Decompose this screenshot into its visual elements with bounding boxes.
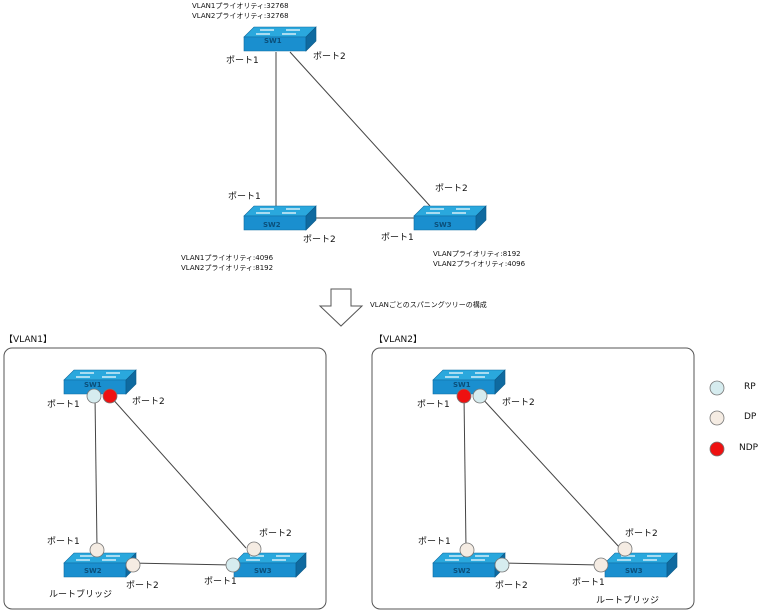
vlan1-sw3-port1-rp [225,557,241,573]
vlan2-sw2-port2-rp [494,557,510,573]
sw3-port1-label: ポート1 [381,233,414,243]
sw1-vlan2-priority: VLAN2プライオリティ:32768 [192,12,289,20]
vlan1-sw2-port2-dp [125,557,141,573]
top-links [275,51,431,219]
legend-rp-label: RP [744,382,756,392]
legend-rp-swatch [709,380,725,396]
link-sw1-sw3 [289,51,431,207]
vlan2-sw3-port1-label: ポート1 [572,578,605,588]
vlan1-sw2-name: SW2 [84,567,102,575]
sw1-port2-label: ポート2 [313,52,346,62]
vlan1-sw2-port2-label: ポート2 [126,581,159,591]
vlan2-sw1-name: SW1 [453,381,471,389]
vlan2-sw1-port2-label: ポート2 [502,398,535,408]
sw2-vlan2-priority: VLAN2プライオリティ:8192 [181,264,274,272]
vlan1-sw1-name: SW1 [84,381,102,389]
sw2-vlan1-priority: VLAN1プライオリティ:4096 [181,254,274,262]
vlan1-sw2-port1-dp [89,542,105,558]
down-arrow-icon [318,288,364,327]
vlan2-sw3-port2-dp [617,541,633,557]
sw3-vlan2-priority: VLAN2プライオリティ:4096 [433,260,526,268]
vlan2-sw2-port2-label: ポート2 [495,581,528,591]
vlan1-sw3-name: SW3 [254,567,272,575]
vlan1-links [94,395,247,566]
legend-ndp-swatch [709,441,725,457]
arrow-caption: VLANごとのスパニングツリーの構成 [370,301,487,309]
sw2-port2-label: ポート2 [303,235,336,245]
vlan2-links [463,395,621,566]
vlan1-sw3-port2-label: ポート2 [259,529,292,539]
vlan2-sw1-port1-label: ポート1 [417,400,450,410]
vlan2-sw3-port1-dp [593,557,609,573]
sw2-port1-label: ポート1 [228,192,261,202]
sw3-name: SW3 [434,221,452,229]
sw1-name: SW1 [264,37,282,45]
vlan2-sw3-name: SW3 [625,567,643,575]
vlan1-sw1-port2-label: ポート2 [132,397,165,407]
legend-ndp-label: NDP [739,443,759,453]
sw1-port1-label: ポート1 [226,56,259,66]
sw1-vlan1-priority: VLAN1プライオリティ:32768 [192,2,289,10]
vlan1-sw3-port1-label: ポート1 [204,577,237,587]
vlan1-sw1-port2-ndp [102,388,118,404]
legend-dp-label: DP [744,412,757,422]
vlan1-sw1-port1-label: ポート1 [47,400,80,410]
vlan2-sw1-port2-rp [472,388,488,404]
vlan1-title: 【VLAN1】 [4,335,52,345]
vlan2-sw2-port1-dp [459,542,475,558]
vlan1-root-bridge-label: ルートブリッジ [49,590,113,600]
vlan1-sw2-port1-label: ポート1 [47,537,80,547]
sw3-vlan1-priority: VLANプライオリティ:8192 [433,250,521,258]
vlan2-sw2-port1-label: ポート1 [418,537,451,547]
vlan1-sw1-port1-rp [86,388,102,404]
legend-dp-swatch [709,410,725,426]
vlan1-sw3-port2-dp [246,541,262,557]
vlan1-panel [3,347,327,610]
vlan2-title: 【VLAN2】 [374,335,422,345]
sw3-port2-label: ポート2 [435,184,468,194]
sw2-name: SW2 [263,221,281,229]
vlan2-sw3-port2-label: ポート2 [625,529,658,539]
vlan2-sw1-port1-ndp [456,388,472,404]
vlan2-sw2-name: SW2 [453,567,471,575]
vlan2-root-bridge-label: ルートブリッジ [596,596,660,606]
vlan2-panel [371,347,695,610]
